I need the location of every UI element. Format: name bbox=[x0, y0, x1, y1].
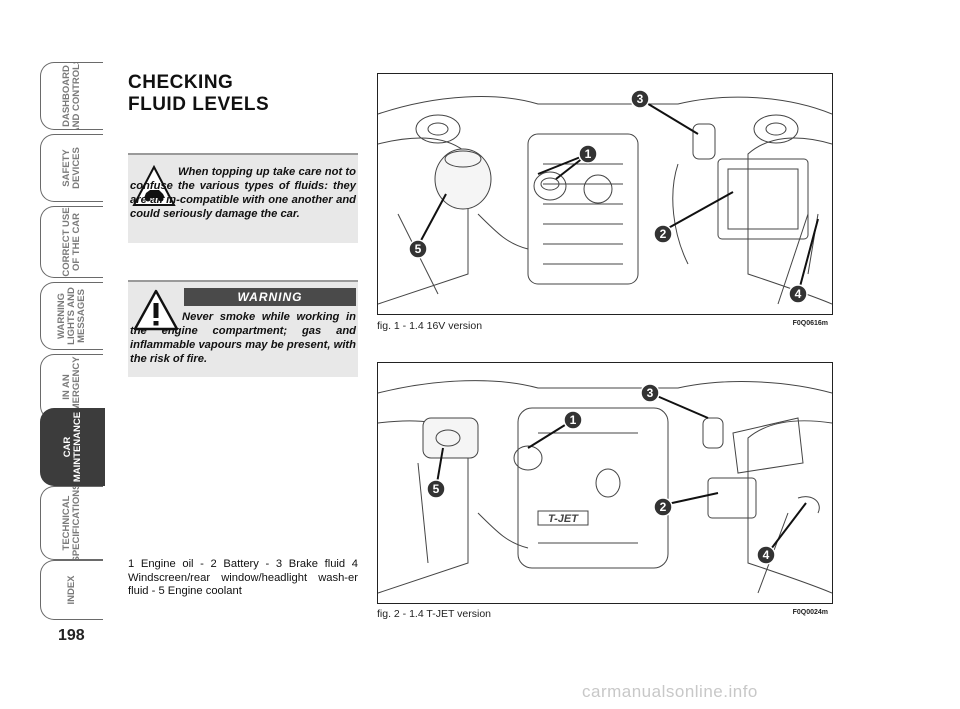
page-title: CHECKING FLUID LEVELS bbox=[128, 72, 270, 115]
note-rule bbox=[128, 153, 358, 155]
tab-label: CAR MAINTENANCE bbox=[62, 411, 83, 483]
figure-caption: fig. 2 - 1.4 T-JET version bbox=[377, 608, 491, 620]
callout-2: 2 bbox=[660, 500, 667, 514]
tab-label: DASHBOARD AND CONTROLS bbox=[61, 62, 82, 130]
tjet-badge: T-JET bbox=[548, 513, 579, 525]
tab-label: SAFETY DEVICES bbox=[61, 147, 82, 189]
callout-4: 4 bbox=[795, 287, 802, 301]
warning-note: WARNING Never smoke while working in the… bbox=[128, 280, 358, 377]
tab-index[interactable]: INDEX bbox=[40, 560, 103, 620]
caution-note: When topping up take care not to confuse… bbox=[128, 153, 358, 243]
tab-label: TECHNICAL SPECIFICATIONS bbox=[61, 486, 82, 560]
tab-correct-use[interactable]: CORRECT USE OF THE CAR bbox=[40, 206, 103, 278]
callouts-fig1 bbox=[408, 89, 808, 304]
figure-caption: fig. 1 - 1.4 16V version bbox=[377, 320, 483, 332]
callout-5: 5 bbox=[433, 482, 440, 496]
note-rule bbox=[128, 280, 358, 282]
engine-diagram-16v: 1 2 3 4 5 F0Q0616m bbox=[377, 73, 833, 327]
figure-legend: 1 Engine oil - 2 Battery - 3 Brake fluid… bbox=[128, 558, 358, 597]
watermark: carmanualsonline.info bbox=[582, 682, 758, 701]
callout-1: 1 bbox=[570, 413, 577, 427]
callout-4: 4 bbox=[763, 548, 770, 562]
engine-drawing-16v: 1 2 3 4 5 bbox=[378, 89, 832, 305]
caution-text: When topping up take care not to confuse… bbox=[130, 166, 356, 220]
tab-technical-specifications[interactable]: TECHNICAL SPECIFICATIONS bbox=[40, 486, 103, 560]
callout-5: 5 bbox=[415, 242, 422, 256]
callout-3: 3 bbox=[647, 386, 654, 400]
figure-code: F0Q0024m bbox=[792, 609, 828, 616]
tab-dashboard-and-controls[interactable]: DASHBOARD AND CONTROLS bbox=[40, 62, 103, 130]
figure-code: F0Q0616m bbox=[792, 320, 828, 327]
car-caution-icon bbox=[132, 165, 176, 206]
callouts-fig2 bbox=[426, 383, 776, 565]
tab-label: INDEX bbox=[66, 575, 77, 605]
warning-header: WARNING bbox=[184, 288, 356, 306]
tab-car-maintenance[interactable]: CAR MAINTENANCE bbox=[40, 408, 105, 486]
engine-diagram-tjet: T-JET 1 2 3 4 5 F0Q0024m bbox=[377, 362, 833, 616]
engine-drawing-tjet: T-JET 1 2 3 4 5 bbox=[378, 380, 832, 594]
tab-label: CORRECT USE OF THE CAR bbox=[61, 207, 82, 277]
tab-safety-devices[interactable]: SAFETY DEVICES bbox=[40, 134, 103, 202]
callout-3: 3 bbox=[637, 92, 644, 106]
warning-triangle-icon bbox=[133, 289, 179, 331]
tab-warning-lights[interactable]: WARNING LIGHTS AND MESSAGES bbox=[40, 282, 103, 350]
page-number: 198 bbox=[58, 627, 85, 644]
callout-1: 1 bbox=[585, 147, 592, 161]
warning-text: Never smoke while working in the engine … bbox=[130, 311, 356, 365]
callout-2: 2 bbox=[660, 227, 667, 241]
tab-label: WARNING LIGHTS AND MESSAGES bbox=[56, 287, 87, 345]
